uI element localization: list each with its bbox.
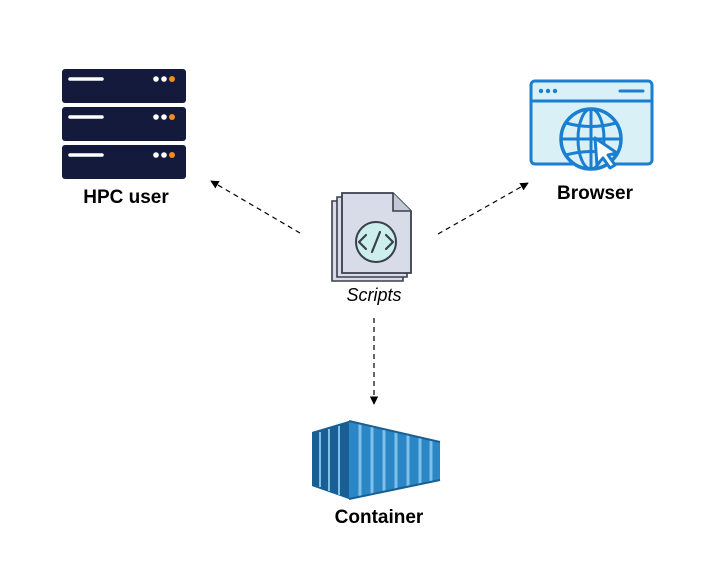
hpc-user-label: HPC user (83, 187, 169, 208)
scripts-label: Scripts (346, 285, 402, 305)
code-document-stack-icon (331, 192, 412, 282)
arrow-scripts-to-hpc (210, 180, 301, 234)
shipping-container-icon (312, 420, 441, 500)
server-rack-icon (62, 69, 186, 179)
browser-window-globe-icon (529, 79, 654, 171)
container-label: Container (334, 507, 424, 528)
browser-label: Browser (556, 183, 634, 204)
arrow-scripts-to-browser (437, 182, 529, 235)
